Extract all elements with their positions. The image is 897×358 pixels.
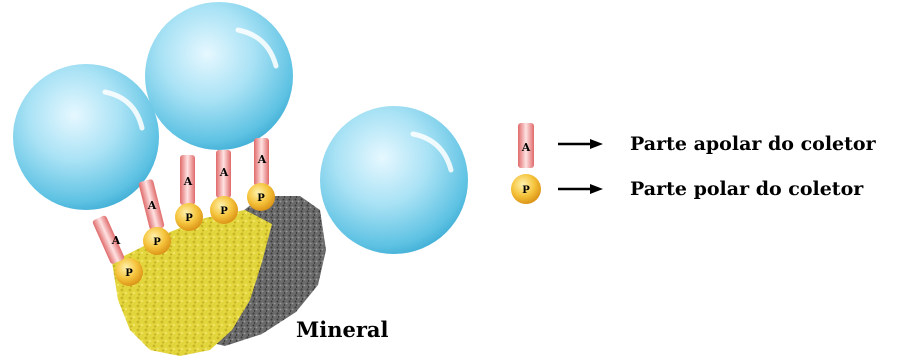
arrow-right-icon: [558, 184, 603, 194]
polar-letter: P: [257, 193, 265, 204]
apolar-letter: A: [257, 153, 267, 166]
polar-letter: P: [125, 268, 133, 279]
apolar-letter: A: [147, 199, 157, 212]
collector-molecule: A P: [175, 155, 203, 231]
apolar-letter: A: [219, 166, 229, 179]
apolar-letter: A: [111, 234, 121, 247]
legend-apolar-text: Parte apolar do coletor: [630, 133, 877, 155]
air-bubble: [145, 2, 293, 150]
collector-molecule: A P: [138, 179, 171, 255]
legend-apolar-letter: A: [521, 141, 531, 154]
legend-polar: P Parte polar do coletor: [511, 174, 864, 204]
legend: A Parte apolar do coletor P Parte polar …: [511, 123, 877, 204]
legend-polar-letter: P: [522, 185, 530, 196]
mineral-label: Mineral: [296, 317, 389, 342]
legend-polar-text: Parte polar do coletor: [630, 178, 864, 200]
apolar-letter: A: [183, 175, 193, 188]
polar-letter: P: [153, 237, 161, 248]
polar-letter: P: [220, 206, 228, 217]
collector-molecule: A P: [210, 150, 238, 224]
air-bubble: [13, 64, 159, 210]
legend-apolar: A Parte apolar do coletor: [518, 123, 877, 168]
air-bubble: [320, 106, 468, 254]
arrow-right-icon: [558, 139, 603, 149]
collector-molecule: A P: [247, 138, 275, 211]
polar-letter: P: [185, 213, 193, 224]
